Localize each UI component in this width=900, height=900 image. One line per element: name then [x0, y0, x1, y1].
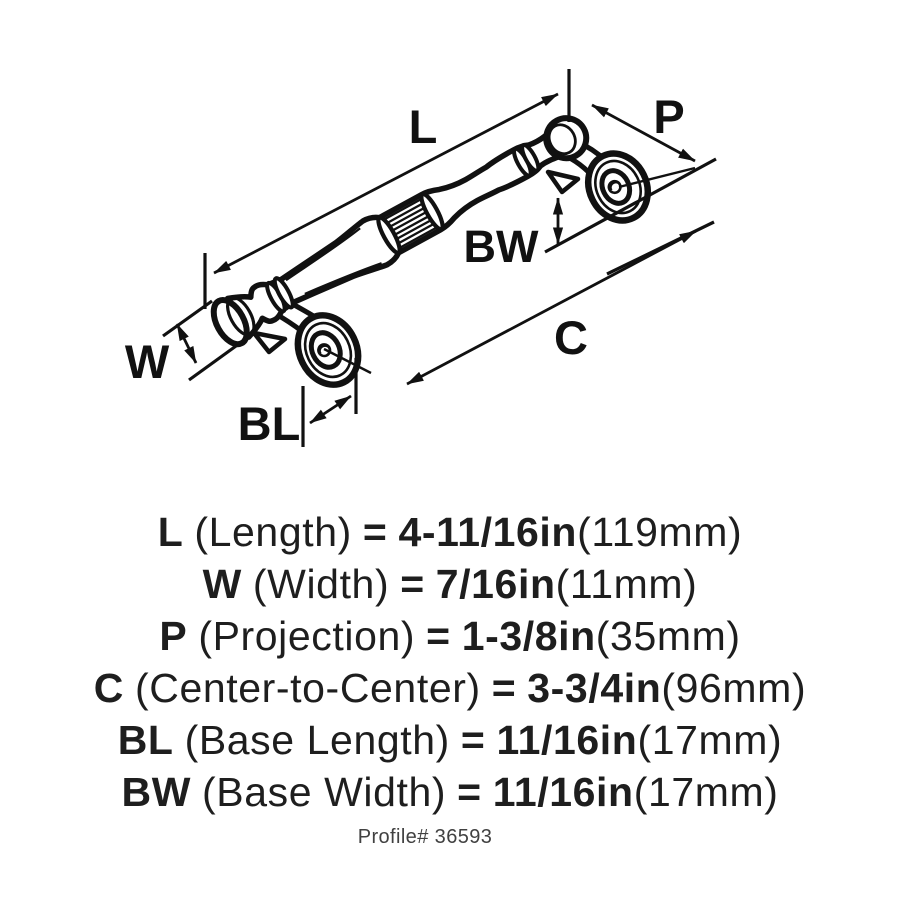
- dimension-diagram: L P BW W C BL: [125, 69, 717, 450]
- spec-imperial-value: 11/16in: [496, 717, 638, 763]
- spec-descriptor: (Base Width): [202, 769, 447, 815]
- spec-list: L (Length) = 4-11/16in (119mm) W (Width)…: [0, 506, 900, 818]
- spec-descriptor: (Center-to-Center): [135, 665, 481, 711]
- spec-code: BW: [121, 769, 191, 815]
- dimension-line-w: [175, 323, 198, 364]
- dim-label-bl: BL: [238, 397, 301, 450]
- dim-label-p: P: [653, 90, 684, 143]
- left-mounting-base: [294, 312, 362, 388]
- dim-label-c: C: [554, 311, 588, 364]
- spec-code: L: [157, 509, 184, 555]
- right-center-line: [618, 166, 696, 189]
- spec-row-base-width: BW (Base Width) = 11/16in (17mm): [121, 766, 778, 818]
- spec-descriptor: (Projection): [198, 613, 416, 659]
- spec-metric-value: (17mm): [637, 717, 783, 763]
- spec-row-base-length: BL (Base Length) = 11/16in (17mm): [118, 714, 783, 766]
- spec-metric-value: (17mm): [633, 769, 779, 815]
- spec-code: C: [93, 665, 124, 711]
- spec-code: P: [159, 613, 188, 659]
- spec-equals: =: [362, 509, 388, 555]
- spec-equals: =: [457, 769, 482, 815]
- dimension-arrows: [175, 92, 697, 425]
- spec-imperial-value: 4-11/16in: [398, 509, 578, 555]
- dim-label-bw: BW: [464, 221, 539, 272]
- spec-equals: =: [460, 717, 486, 763]
- spec-metric-value: (35mm): [595, 613, 741, 659]
- dimension-line-l: [213, 92, 559, 275]
- spec-code: W: [202, 561, 242, 607]
- spec-row-projection: P (Projection) = 1-3/8in (35mm): [159, 610, 740, 662]
- spec-row-width: W (Width) = 7/16in (11mm): [203, 558, 698, 610]
- dim-label-l: L: [409, 100, 438, 153]
- spec-imperial-value: 11/16in: [492, 769, 634, 815]
- spec-descriptor: (Length): [194, 509, 352, 555]
- dimension-line-p: [591, 103, 696, 163]
- spec-imperial-value: 1-3/8in: [461, 613, 596, 659]
- dimension-line-bl: [309, 394, 352, 425]
- spec-metric-value: (119mm): [577, 509, 743, 555]
- spec-equals: =: [426, 613, 451, 659]
- spec-imperial-value: 3-3/4in: [527, 665, 662, 711]
- spec-metric-value: (96mm): [661, 665, 807, 711]
- extension-lines: [162, 69, 717, 447]
- spec-descriptor: (Base Length): [184, 717, 450, 763]
- spec-equals: =: [491, 665, 517, 711]
- spec-row-length: L (Length) = 4-11/16in (119mm): [158, 506, 743, 558]
- spec-descriptor: (Width): [252, 561, 390, 607]
- spec-metric-value: (11mm): [555, 561, 698, 607]
- spec-row-center-to-center: C (Center-to-Center) = 3-3/4in (96mm): [94, 662, 806, 714]
- profile-number: Profile# 36593: [357, 826, 493, 848]
- dimension-line-c: [406, 229, 697, 386]
- left-center-line: [323, 347, 372, 375]
- spec-imperial-value: 7/16in: [435, 561, 556, 607]
- spec-equals: =: [400, 561, 425, 607]
- dim-label-w: W: [125, 335, 170, 388]
- spec-code: BL: [117, 717, 174, 763]
